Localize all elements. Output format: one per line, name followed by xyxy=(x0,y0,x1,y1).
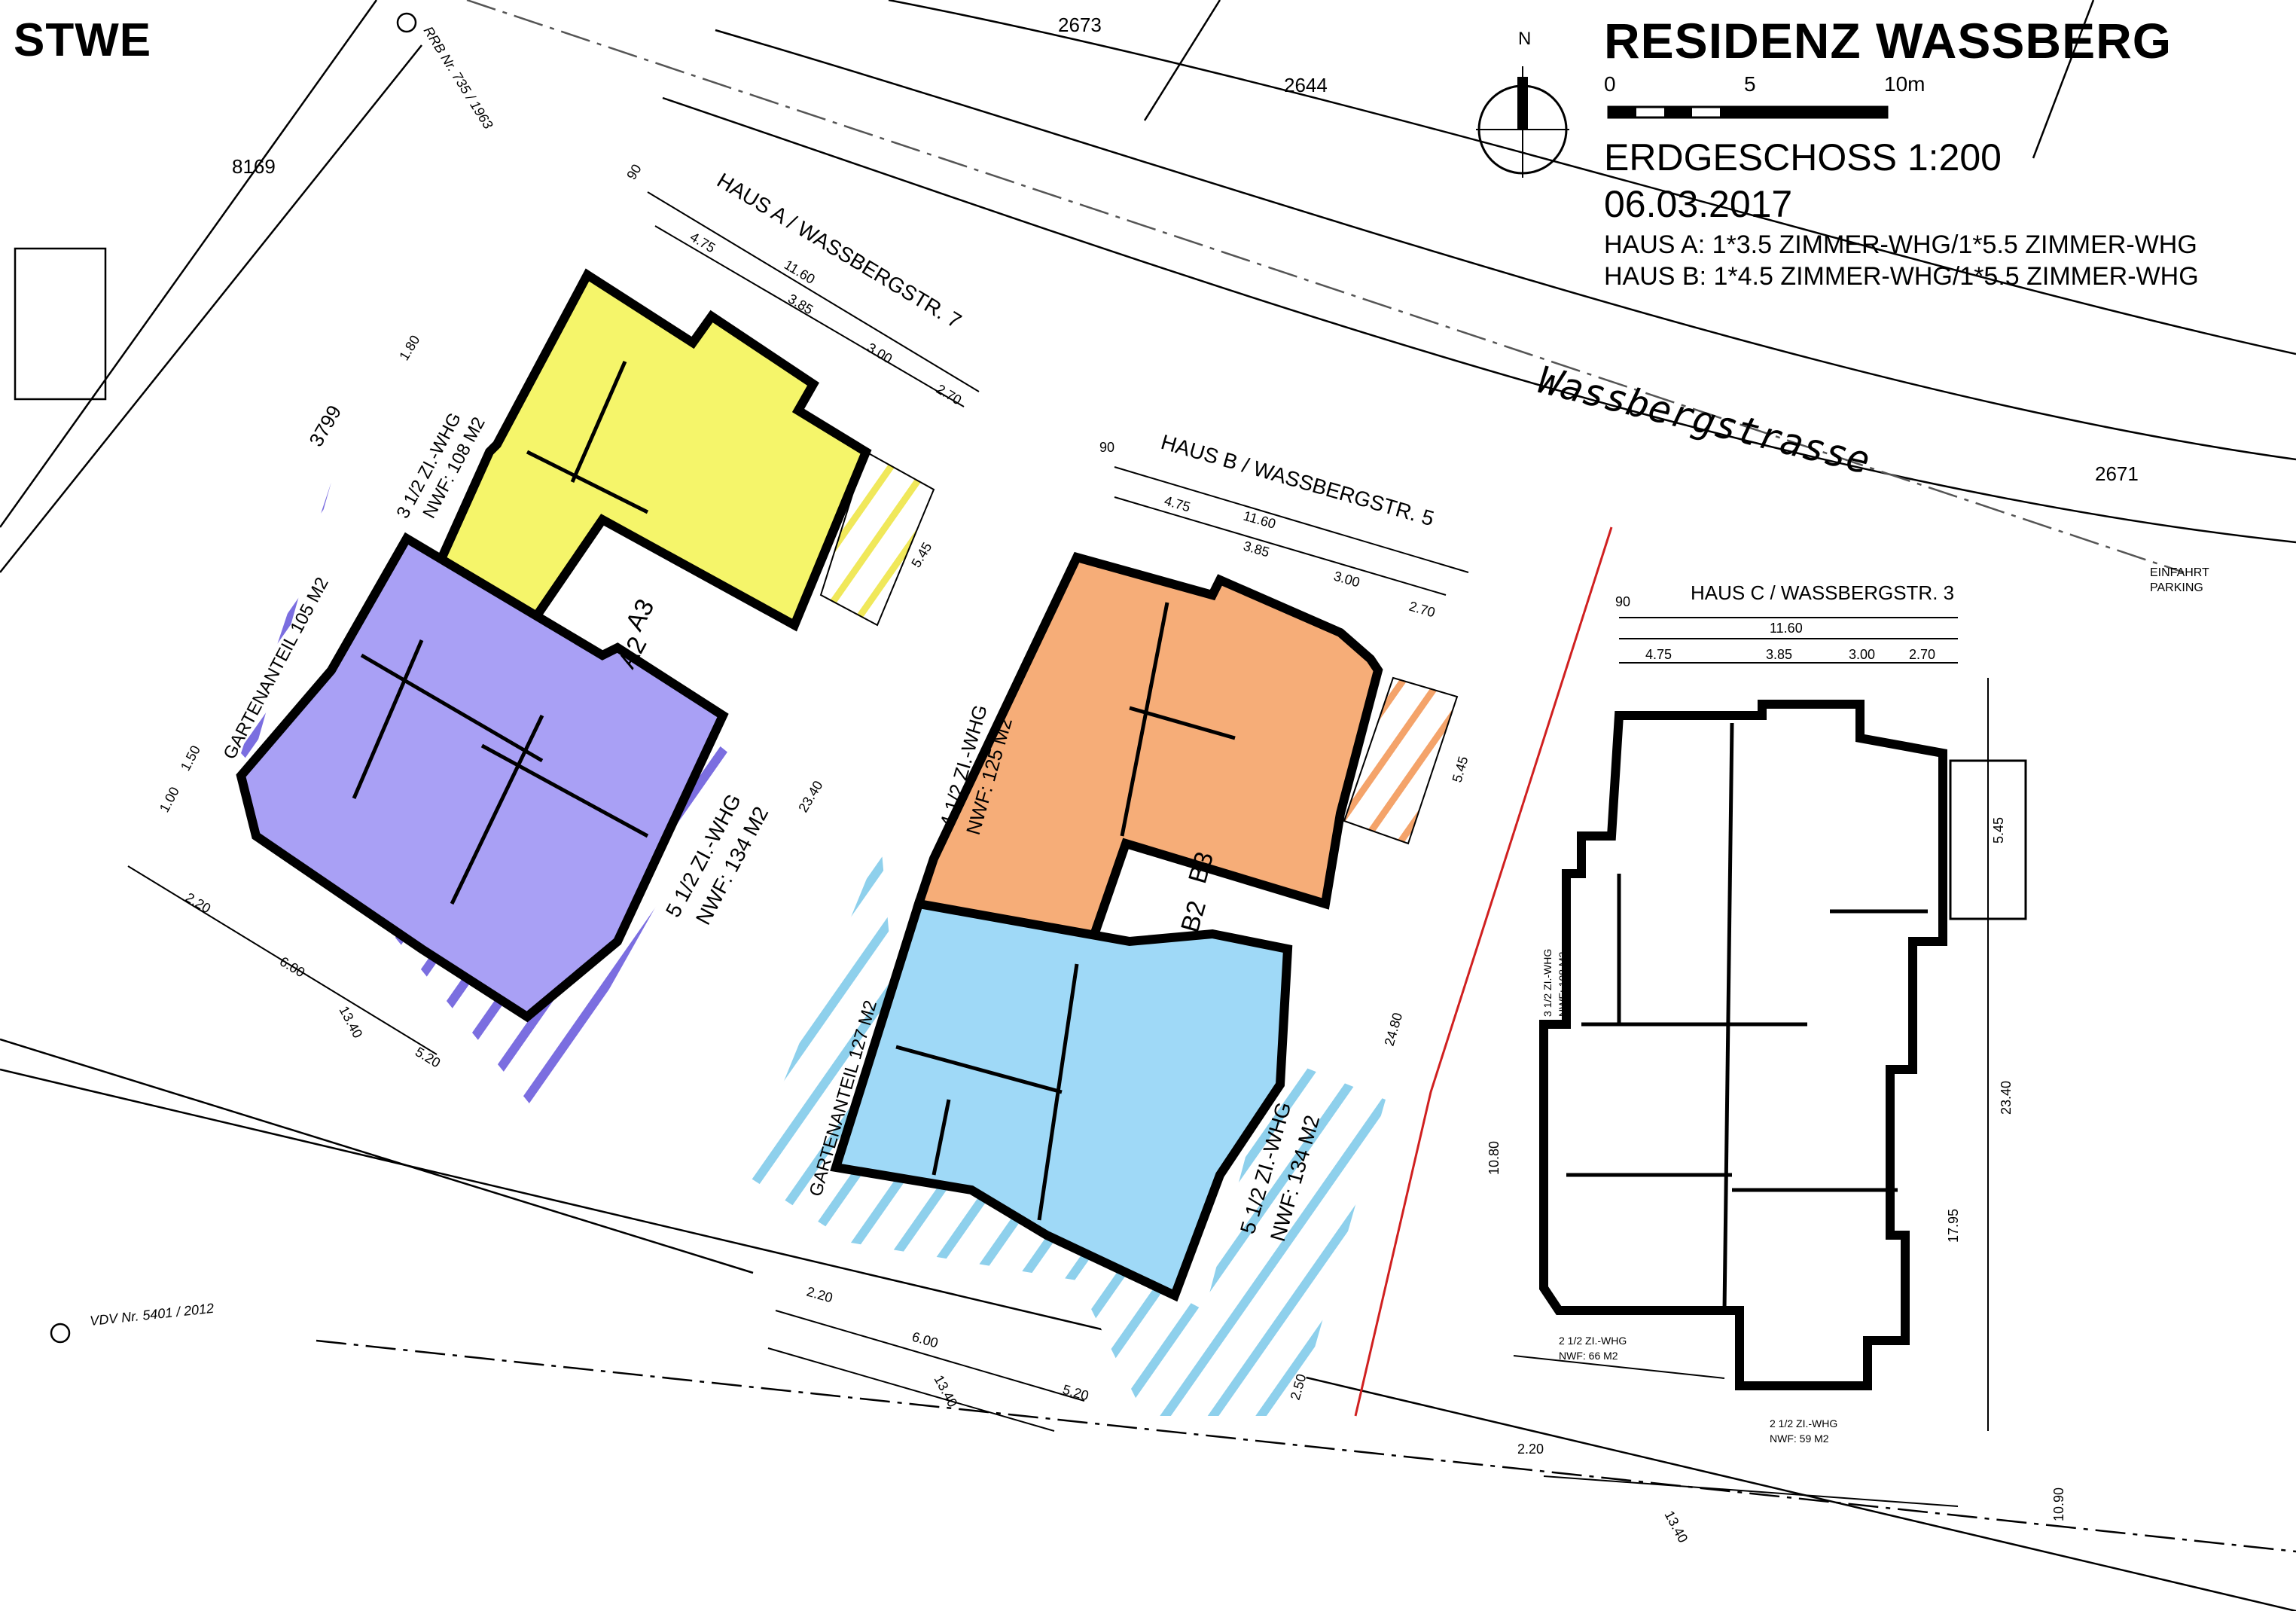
haus-a-terrace xyxy=(819,450,935,627)
dim-385-a: 3.85 xyxy=(785,291,816,317)
dim-600-a: 6.00 xyxy=(277,953,307,980)
floor-scale-label: ERDGESCHOSS 1:200 xyxy=(1604,136,2002,178)
haus-a-lower-unit xyxy=(236,532,729,1023)
dim-475-a: 4.75 xyxy=(688,229,718,255)
dim-220-b: 2.20 xyxy=(805,1284,834,1306)
haus-b-garden xyxy=(746,844,1386,1416)
entrance-label: EINFAHRT xyxy=(2150,566,2209,579)
haus-b-title: HAUS B / WASSBERGSTR. 5 xyxy=(1158,430,1436,530)
dim-300-a: 3.00 xyxy=(864,340,895,366)
haus-a-mark-a3: A3 xyxy=(620,594,660,636)
haus-c: HAUS C / WASSBERGSTR. 3 3 1/2 ZI.-WHG NW… xyxy=(1539,581,2027,1445)
dim-300-b: 3.00 xyxy=(1332,569,1361,590)
dim-1340-c: 13.40 xyxy=(1661,1508,1691,1545)
dim-100-a: 1.00 xyxy=(157,785,182,815)
dim-220-a: 2.20 xyxy=(183,889,213,916)
dim-385-c: 3.85 xyxy=(1766,647,1792,662)
property-line xyxy=(1354,526,1613,1417)
street-name: Wassbergstrasse xyxy=(1534,358,1874,483)
dim-180-a: 1.80 xyxy=(396,333,422,363)
dim-1090-c: 10.90 xyxy=(2051,1487,2066,1521)
dim-1160-c: 11.60 xyxy=(1770,621,1803,636)
dim-150-a: 1.50 xyxy=(178,743,203,773)
haus-b-summary: HAUS B: 1*4.5 ZIMMER-WHG/1*5.5 ZIMMER-WH… xyxy=(1604,262,2199,291)
parcel-8169: 8169 xyxy=(232,155,276,178)
dim-1160-b: 11.60 xyxy=(1242,508,1278,532)
dim-90-c: 90 xyxy=(1615,594,1630,609)
haus-c-upper-area: NWF: 108 M2 xyxy=(1557,951,1569,1017)
stwe-label: STWE xyxy=(14,14,152,66)
dim-90-b: 90 xyxy=(1099,440,1114,455)
dim-1340-a: 13.40 xyxy=(336,1003,365,1040)
haus-c-lower-right-type: 2 1/2 ZI.-WHG xyxy=(1770,1417,1837,1429)
dim-220-c: 2.20 xyxy=(1517,1442,1544,1457)
scale-label-5: 5 xyxy=(1744,72,1756,96)
dim-2340-c: 23.40 xyxy=(1999,1081,2014,1115)
scale-label-10: 10m xyxy=(1884,72,1926,96)
haus-b-terrace xyxy=(1343,676,1459,845)
haus-c-upper-type: 3 1/2 ZI.-WHG xyxy=(1541,949,1554,1017)
dim-270-c: 2.70 xyxy=(1909,647,1935,662)
dim-90-a: 90 xyxy=(624,162,644,182)
haus-a-upper-unit xyxy=(416,268,872,670)
dim-475-b: 4.75 xyxy=(1163,493,1192,515)
parcel-2671: 2671 xyxy=(2095,462,2139,485)
dim-545-c: 5.45 xyxy=(1991,817,2006,844)
dim-1160-a: 11.60 xyxy=(782,257,818,287)
haus-c-title: HAUS C / WASSBERGSTR. 3 xyxy=(1691,581,1954,604)
haus-c-lower-left-area: NWF: 66 M2 xyxy=(1559,1350,1618,1362)
haus-b-lower-unit xyxy=(830,899,1293,1302)
dim-545-a: 5.45 xyxy=(908,540,935,570)
haus-c-outline xyxy=(1539,700,1947,1390)
dim-600-b: 6.00 xyxy=(910,1329,940,1351)
dim-1080-c: 10.80 xyxy=(1486,1141,1502,1175)
dimension-lines xyxy=(127,191,1989,1507)
survey-vdv: VDV Nr. 5401 / 2012 xyxy=(89,1301,215,1329)
scale-bar xyxy=(1607,105,1889,119)
dim-520-a: 5.20 xyxy=(413,1044,443,1070)
dim-520-b: 5.20 xyxy=(1061,1382,1090,1404)
dim-1340-b: 13.40 xyxy=(931,1372,960,1409)
haus-a-garden xyxy=(241,482,738,1115)
haus-c-lower-right-area: NWF: 59 M2 xyxy=(1770,1433,1829,1445)
dim-1795-c: 17.95 xyxy=(1946,1209,1961,1243)
haus-b-mark-b2: B2 xyxy=(1175,898,1212,935)
parcel-2673: 2673 xyxy=(1058,14,1102,36)
haus-b: HAUS B / WASSBERGSTR. 5 4 1/2 ZI.-WHG NW… xyxy=(746,430,1459,1416)
dim-270-b: 2.70 xyxy=(1407,599,1437,621)
dim-2340-a: 23.40 xyxy=(795,778,825,815)
dim-475-c: 4.75 xyxy=(1645,647,1672,662)
dim-545-b: 5.45 xyxy=(1450,755,1471,784)
survey-rrb: RRB Nr. 735 / 1963 xyxy=(421,24,496,132)
parcel-3799: 3799 xyxy=(304,401,346,450)
haus-c-lower-left-type: 2 1/2 ZI.-WHG xyxy=(1559,1335,1627,1347)
parking-label: PARKING xyxy=(2150,581,2203,594)
haus-a-summary: HAUS A: 1*3.5 ZIMMER-WHG/1*5.5 ZIMMER-WH… xyxy=(1604,230,2197,259)
dim-2480-b: 24.80 xyxy=(1382,1011,1406,1048)
page-title: RESIDENZ WASSBERG xyxy=(1604,13,2173,69)
dim-300-c: 3.00 xyxy=(1849,647,1875,662)
scale-label-0: 0 xyxy=(1604,72,1616,96)
north-label: N xyxy=(1518,29,1532,49)
north-arrow-icon xyxy=(1476,66,1569,178)
parcel-2644: 2644 xyxy=(1284,74,1328,96)
